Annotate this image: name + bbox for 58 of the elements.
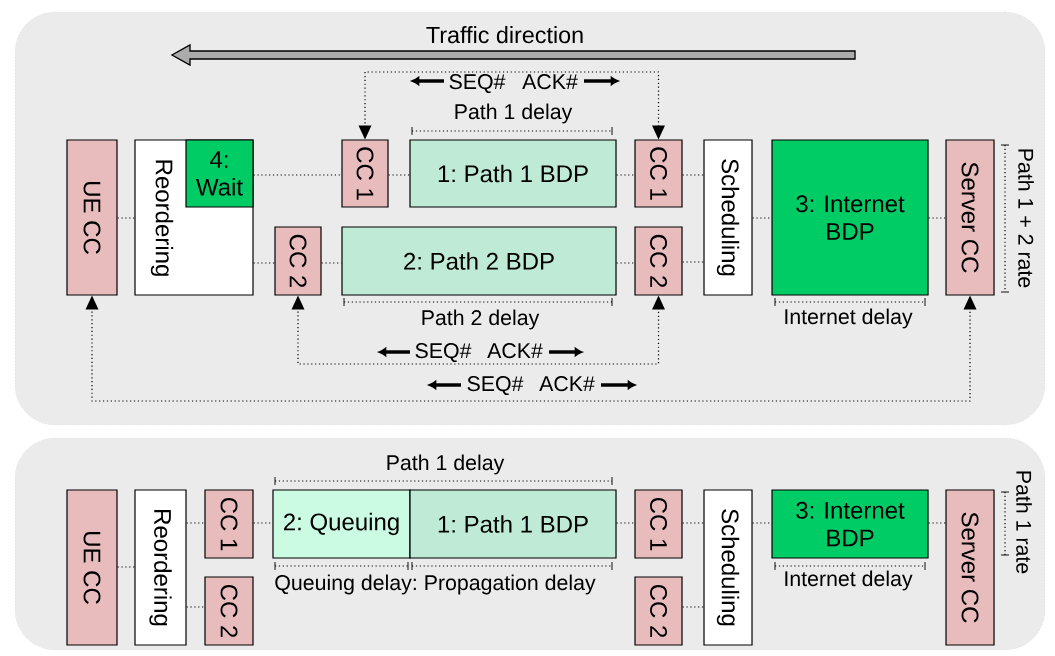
connector (682, 261, 704, 263)
connector (186, 522, 205, 524)
sequence-label: SEQ# (467, 376, 524, 396)
connector (85, 295, 977, 402)
process-box: Scheduling (703, 489, 753, 646)
connector (388, 174, 410, 176)
connector (682, 522, 704, 524)
connector (186, 606, 205, 608)
rate-label: Path 1 + 2 rate (1018, 149, 1034, 288)
process-box: 3: Internet BDP (771, 489, 929, 559)
connector (682, 606, 704, 608)
connector (358, 71, 665, 140)
sequence-label: SEQ# (415, 343, 472, 363)
process-box: CC 1 (204, 489, 254, 559)
process-box: CC 2 (204, 576, 254, 646)
rate-label: Path 1 rate (1016, 471, 1032, 574)
delay-label: Internet delay (785, 308, 913, 329)
process-box: CC 2 (634, 226, 683, 296)
process-box: 1: Path 1 BDP (409, 489, 617, 559)
connector (928, 217, 946, 219)
ack-label: ACK# (487, 343, 543, 359)
delay-label: Path 1 delay (387, 454, 505, 475)
connector (928, 522, 946, 524)
connector (616, 262, 635, 264)
connector (616, 174, 635, 176)
process-box: CC 1 (341, 139, 389, 208)
process-box: Reordering (134, 489, 187, 646)
process-box: 3: Internet BDP (771, 139, 929, 296)
process-box: UE CC (66, 489, 118, 646)
process-box: Server CC (945, 139, 995, 296)
connector (752, 522, 772, 524)
ack-label: ACK# (539, 376, 595, 392)
process-box: CC 1 (634, 489, 683, 559)
process-box: UE CC (66, 139, 118, 296)
connector (253, 262, 275, 264)
connector (682, 174, 704, 176)
process-box: 4: Wait (185, 139, 254, 208)
connector (616, 522, 635, 524)
connector (291, 295, 665, 365)
process-box: CC 2 (274, 226, 322, 296)
connector (253, 174, 342, 176)
process-box: Scheduling (703, 139, 753, 296)
connector (117, 217, 135, 219)
sequence-label: SEQ# (449, 74, 506, 94)
connector (752, 217, 772, 219)
process-box: 2: Path 2 BDP (341, 226, 617, 296)
ack-label: ACK# (522, 74, 578, 90)
connector (321, 262, 342, 264)
connector (117, 566, 135, 568)
process-box: CC 2 (634, 576, 683, 646)
delay-label: Queuing delay: Propagation delay (275, 574, 596, 595)
process-box: 2: Queuing (272, 489, 411, 559)
process-box: CC 1 (634, 139, 683, 208)
connector (253, 522, 273, 524)
delay-label: Internet delay (785, 570, 913, 591)
process-box: 1: Path 1 BDP (409, 139, 617, 208)
direction-label: Traffic direction (426, 26, 583, 44)
process-box: Server CC (945, 489, 995, 646)
